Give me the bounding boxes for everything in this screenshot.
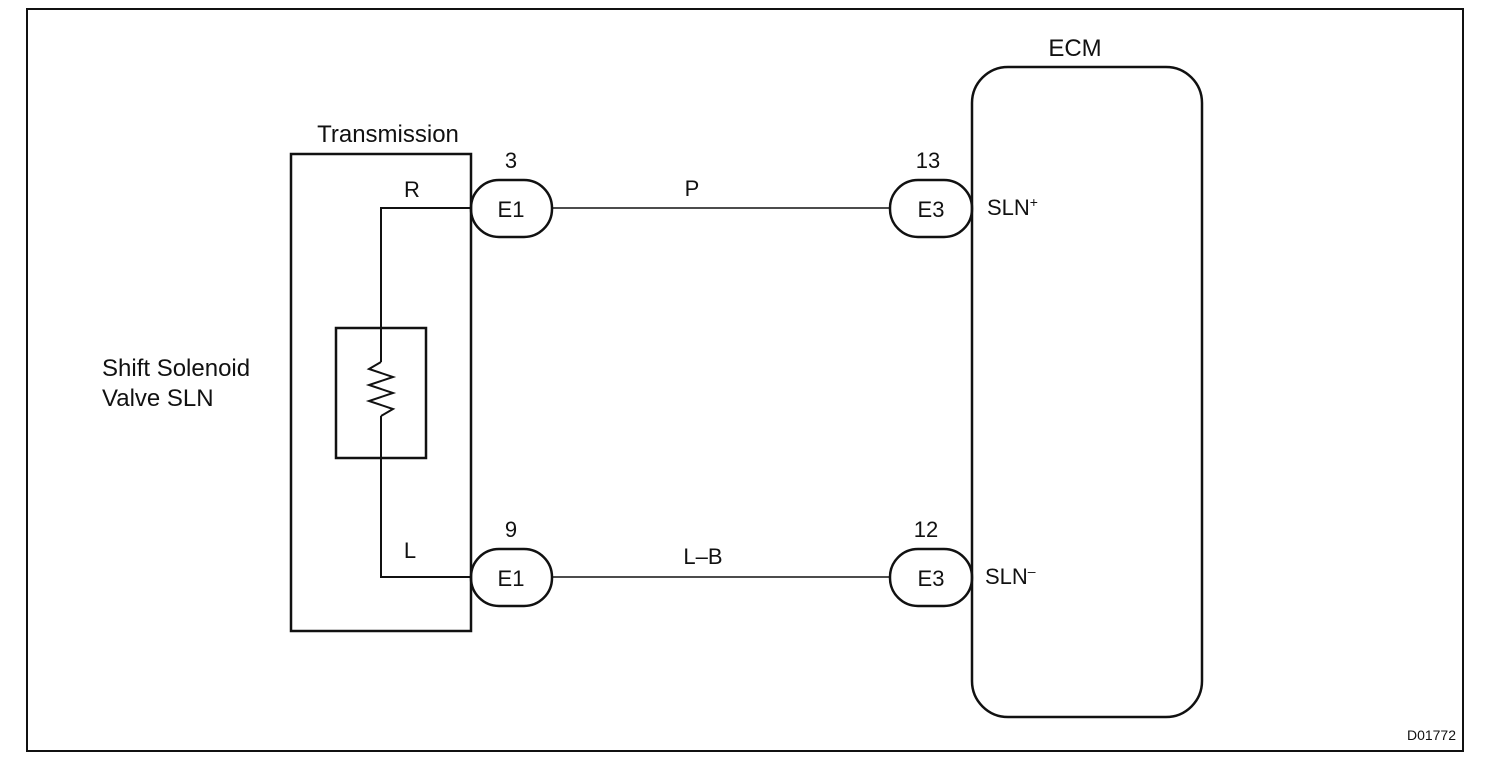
connector-e3-upper bbox=[888, 178, 974, 239]
lower-circuit: E1 9 L–B E3 12 SLN– bbox=[469, 517, 1036, 608]
connector-e3-lower-pin: 12 bbox=[914, 517, 938, 542]
connector-e1-lower-pin: 9 bbox=[505, 517, 517, 542]
upper-circuit: E1 3 P E3 13 SLN+ bbox=[469, 148, 1038, 239]
connector-e3-lower-label: E3 bbox=[918, 566, 945, 591]
internal-wire-r-label: R bbox=[404, 177, 420, 202]
ecm-terminal-sln-minus: SLN– bbox=[985, 563, 1036, 589]
transmission-box bbox=[289, 152, 473, 633]
ecm-label: ECM bbox=[1048, 35, 1101, 62]
ecm-terminal-sln-plus: SLN+ bbox=[987, 194, 1038, 220]
connector-e3-lower bbox=[888, 547, 974, 608]
connector-e1-lower-label: E1 bbox=[498, 566, 525, 591]
connector-e1-upper-pin: 3 bbox=[505, 148, 517, 173]
ecm-terminal-sln-plus-name: SLN bbox=[987, 195, 1030, 220]
figure-id: D01772 bbox=[1407, 727, 1456, 743]
wire-upper-color: P bbox=[685, 176, 700, 201]
connector-e3-upper-pin: 13 bbox=[916, 148, 940, 173]
transmission-label: Transmission bbox=[317, 121, 459, 148]
internal-wire-r bbox=[380, 207, 471, 362]
connector-e1-upper-label: E1 bbox=[498, 197, 525, 222]
diagram-frame bbox=[26, 8, 1464, 752]
ecm-terminal-sln-minus-sign: – bbox=[1028, 563, 1036, 579]
internal-wire-l-label: L bbox=[404, 538, 416, 563]
wire-lower-color: L–B bbox=[683, 544, 722, 569]
ecm-terminal-sln-minus-name: SLN bbox=[985, 564, 1028, 589]
resistor-zigzag-icon bbox=[365, 361, 397, 417]
internal-wire-l bbox=[380, 416, 471, 578]
ecm-box bbox=[970, 65, 1204, 719]
solenoid-label-line1: Shift Solenoid bbox=[102, 355, 250, 382]
ecm-terminal-sln-plus-sign: + bbox=[1030, 194, 1038, 210]
connector-e3-upper-label: E3 bbox=[918, 197, 945, 222]
solenoid-label-line2: Valve SLN bbox=[102, 385, 214, 412]
